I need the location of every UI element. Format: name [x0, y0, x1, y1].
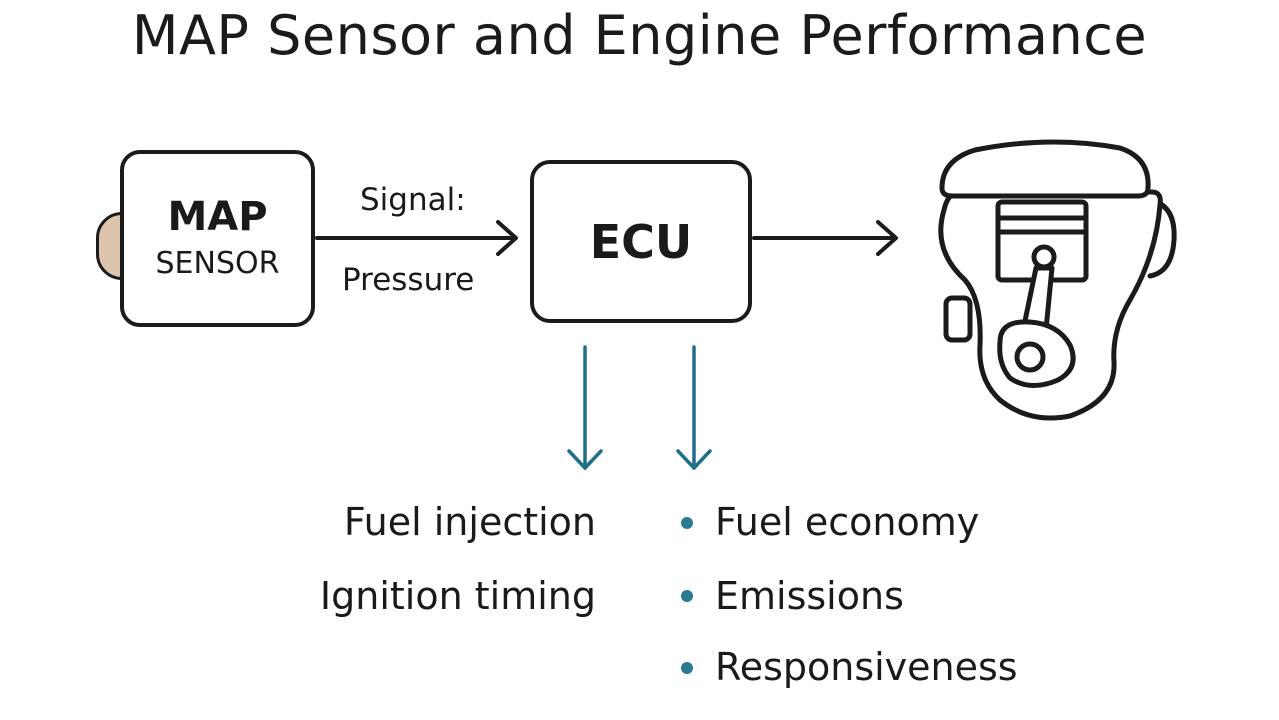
effect-fuel-economy: Fuel economy	[715, 500, 980, 544]
control-ignition-timing: Ignition timing	[319, 574, 596, 618]
map-sensor-label-sub: SENSOR	[155, 245, 280, 281]
ecu-label: ECU	[589, 214, 693, 269]
control-down-arrow	[567, 345, 603, 470]
engine-piston-icon	[938, 139, 1177, 421]
control-fuel-injection: Fuel injection	[343, 500, 596, 544]
output-arrow	[752, 220, 898, 256]
map-sensor-box: MAP SENSOR	[120, 150, 315, 327]
map-sensor-label-main: MAP	[167, 193, 268, 240]
bullet-dot	[681, 662, 693, 674]
signal-label: Signal:	[360, 182, 466, 218]
effect-responsiveness: Responsiveness	[715, 645, 1018, 689]
bullet-dot	[681, 517, 693, 529]
effect-down-arrow	[676, 345, 712, 470]
effect-emissions: Emissions	[715, 574, 904, 618]
signal-arrow	[315, 220, 518, 256]
bullet-dot	[681, 590, 693, 602]
signal-pressure-label: Pressure	[342, 262, 475, 298]
diagram-title: MAP Sensor and Engine Performance	[131, 4, 1148, 67]
ecu-box: ECU	[530, 160, 752, 323]
